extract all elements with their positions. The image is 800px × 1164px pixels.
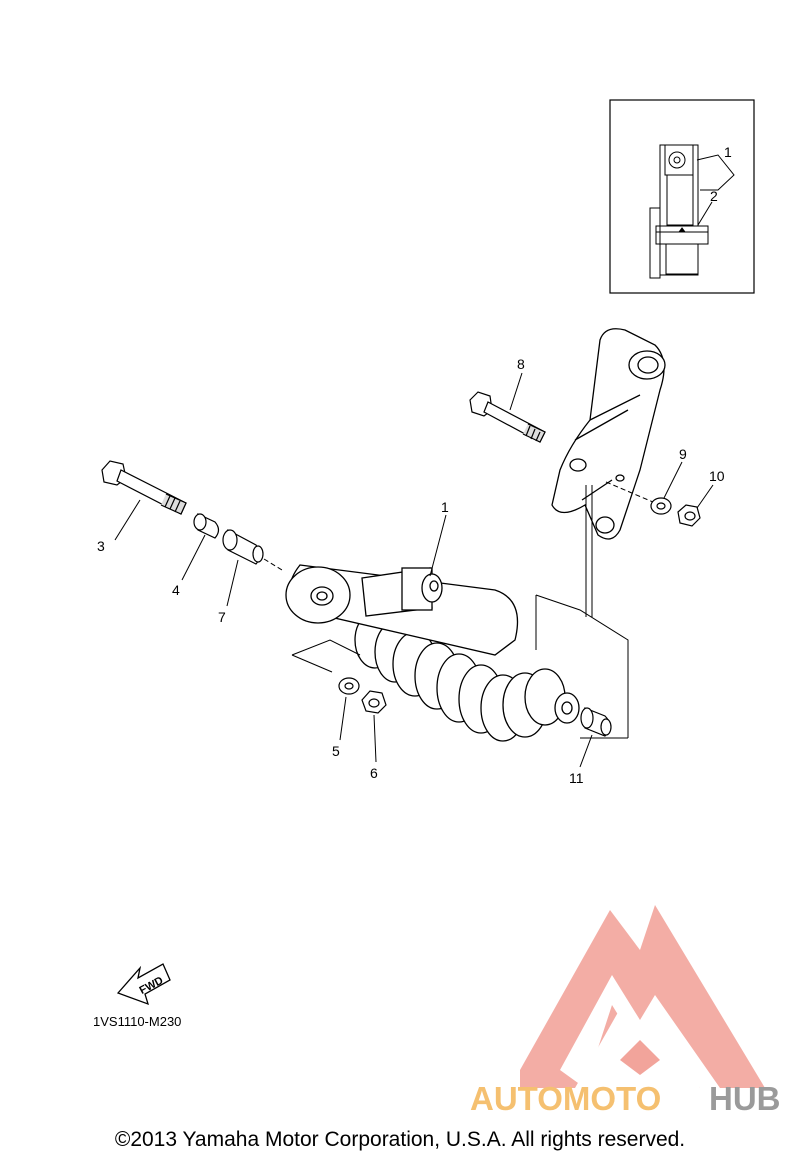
collar-11 <box>580 707 612 737</box>
automotohub-logo: AUTOMOTO HUB <box>470 905 781 1117</box>
collar-4 <box>193 513 220 539</box>
callout-7: 7 <box>218 609 226 625</box>
bolt-3 <box>101 460 187 515</box>
shock-absorber-1 <box>285 564 580 742</box>
callout-5: 5 <box>332 743 340 759</box>
logo-text-hub: HUB <box>709 1080 781 1117</box>
leader-dashed-7 <box>263 558 283 571</box>
assembly-guide-lines <box>291 485 629 739</box>
inset-callout-1: 1 <box>724 144 732 160</box>
nut-6 <box>361 690 387 714</box>
logo-text-automoto: AUTOMOTO <box>470 1080 661 1117</box>
callout-9: 9 <box>679 446 687 462</box>
bolt-8 <box>469 391 546 443</box>
fwd-arrow-icon: FWD <box>116 963 171 1006</box>
bushing-7 <box>222 528 264 565</box>
callout-8: 8 <box>517 356 525 372</box>
relay-arm <box>551 328 666 540</box>
callout-1: 1 <box>441 499 449 515</box>
callout-leaders <box>114 372 714 768</box>
part-code: 1VS1110-M230 <box>93 1014 181 1029</box>
copyright-notice: ©2013 Yamaha Motor Corporation, U.S.A. A… <box>114 1128 686 1151</box>
leader-dashed-9 <box>605 481 654 503</box>
callout-3: 3 <box>97 538 105 554</box>
washer-9 <box>650 497 672 515</box>
washer-5 <box>338 677 360 695</box>
nut-10 <box>677 504 701 527</box>
callout-10: 10 <box>709 468 725 484</box>
inset-callout-2: 2 <box>710 188 718 204</box>
callout-11: 11 <box>569 770 584 786</box>
inset-detail: 1 2 <box>609 99 755 294</box>
callout-6: 6 <box>370 765 378 781</box>
callout-4: 4 <box>172 582 180 598</box>
